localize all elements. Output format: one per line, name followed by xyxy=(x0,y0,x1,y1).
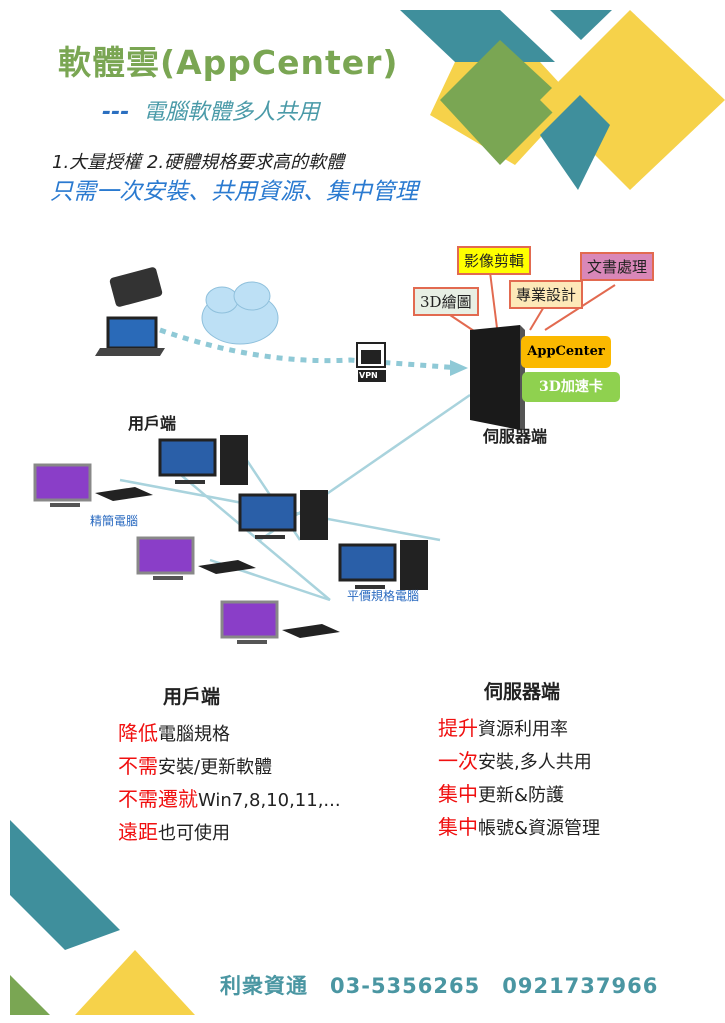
subtitle-dash: --- xyxy=(102,100,130,125)
list-item: 遠距也可使用 xyxy=(118,816,341,849)
use-cases: 1.大量授權 2.硬體規格要求高的軟體 xyxy=(52,152,345,173)
budget-pc-label: 平價規格電腦 xyxy=(347,589,420,603)
server-label: 伺服器端 xyxy=(483,427,548,446)
accelerator-badge: 3D加速卡 xyxy=(522,372,620,402)
highlight: 集中 xyxy=(438,815,478,839)
server-benefits: 伺服器端 提升資源利用率 一次安裝,多人共用 集中更新&防護 集中帳號&資源管理 xyxy=(438,677,600,844)
list-item: 一次安裝,多人共用 xyxy=(438,745,600,778)
software-word-processing: 文書處理 xyxy=(580,252,655,281)
item-text: 安裝/更新軟體 xyxy=(158,757,273,778)
tagline: 只需一次安裝、共用資源、集中管理 xyxy=(50,179,418,205)
subtitle: --- 電腦軟體多人共用 xyxy=(102,94,319,126)
server-heading: 伺服器端 xyxy=(484,681,561,703)
item-text: 也可使用 xyxy=(158,823,230,844)
company-name: 利衆資通 xyxy=(220,974,308,998)
item-text: 更新&防護 xyxy=(478,785,565,806)
vpn-label: VPN xyxy=(359,371,378,380)
highlight: 不需遷就 xyxy=(118,787,198,811)
list-item: 降低電腦規格 xyxy=(118,717,341,750)
thin-client-label: 精簡電腦 xyxy=(90,514,139,528)
list-item: 提升資源利用率 xyxy=(438,712,600,745)
highlight: 遠距 xyxy=(118,820,158,844)
page-title: 軟體雲(AppCenter) xyxy=(58,43,399,82)
client-benefits: 用戶端 降低電腦規格 不需安裝/更新軟體 不需遷就Win7,8,10,11,..… xyxy=(118,682,341,849)
highlight: 降低 xyxy=(118,721,158,745)
item-text: 安裝,多人共用 xyxy=(478,752,592,773)
client-label: 用戶端 xyxy=(128,414,177,433)
highlight: 提升 xyxy=(438,716,478,740)
appcenter-badge: AppCenter xyxy=(521,336,611,368)
highlight: 一次 xyxy=(438,749,478,773)
item-text: 資源利用率 xyxy=(478,719,568,740)
highlight: 不需 xyxy=(118,754,158,778)
phone-mobile: 0921737966 xyxy=(502,974,659,998)
software-video-editing: 影像剪輯 xyxy=(457,246,532,275)
item-text: 帳號&資源管理 xyxy=(478,818,601,839)
list-item: 不需遷就Win7,8,10,11,... xyxy=(118,783,341,816)
item-text: Win7,8,10,11,... xyxy=(198,790,341,811)
subtitle-text: 電腦軟體多人共用 xyxy=(143,100,320,125)
phone-office: 03-5356265 xyxy=(330,974,481,998)
software-pro-design: 專業設計 xyxy=(509,280,584,309)
item-text: 電腦規格 xyxy=(158,724,230,745)
software-3d-drawing: 3D繪圖 xyxy=(413,287,479,316)
highlight: 集中 xyxy=(438,782,478,806)
client-heading: 用戶端 xyxy=(163,686,221,708)
contact-footer: 利衆資通 03-5356265 0921737966 xyxy=(220,970,680,1000)
list-item: 集中帳號&資源管理 xyxy=(438,811,600,844)
list-item: 集中更新&防護 xyxy=(438,778,600,811)
list-item: 不需安裝/更新軟體 xyxy=(118,750,341,783)
